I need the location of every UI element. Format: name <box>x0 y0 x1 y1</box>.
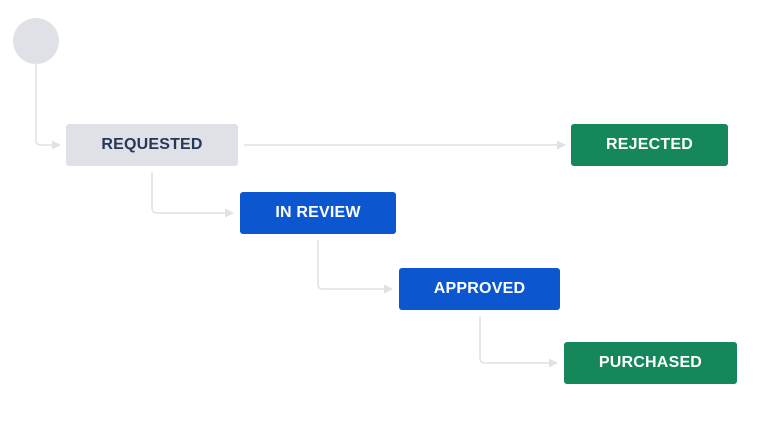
transition-in-review-to-approved <box>317 240 384 290</box>
status-label: REJECTED <box>606 136 693 153</box>
transition-requested-to-in-review <box>151 172 225 214</box>
arrowhead-rejected <box>557 140 566 150</box>
status-label: PURCHASED <box>598 354 703 371</box>
status-rejected[interactable]: REJECTED <box>571 124 728 166</box>
status-in-review[interactable]: IN REVIEW <box>240 192 396 234</box>
arrowhead-in-review <box>225 208 234 218</box>
arrowhead-purchased <box>549 358 558 368</box>
status-requested[interactable]: REQUESTED <box>66 124 238 166</box>
transition-approved-to-purchased <box>479 316 549 364</box>
status-purchased[interactable]: PURCHASED <box>564 342 737 384</box>
status-label: APPROVED <box>433 280 526 297</box>
arrowhead-requested <box>52 140 61 150</box>
transition-start-to-requested <box>35 64 52 146</box>
status-approved[interactable]: APPROVED <box>399 268 560 310</box>
start-node[interactable] <box>13 18 59 64</box>
arrowhead-approved <box>384 284 393 294</box>
status-label: IN REVIEW <box>275 204 361 221</box>
status-label: REQUESTED <box>101 136 203 153</box>
